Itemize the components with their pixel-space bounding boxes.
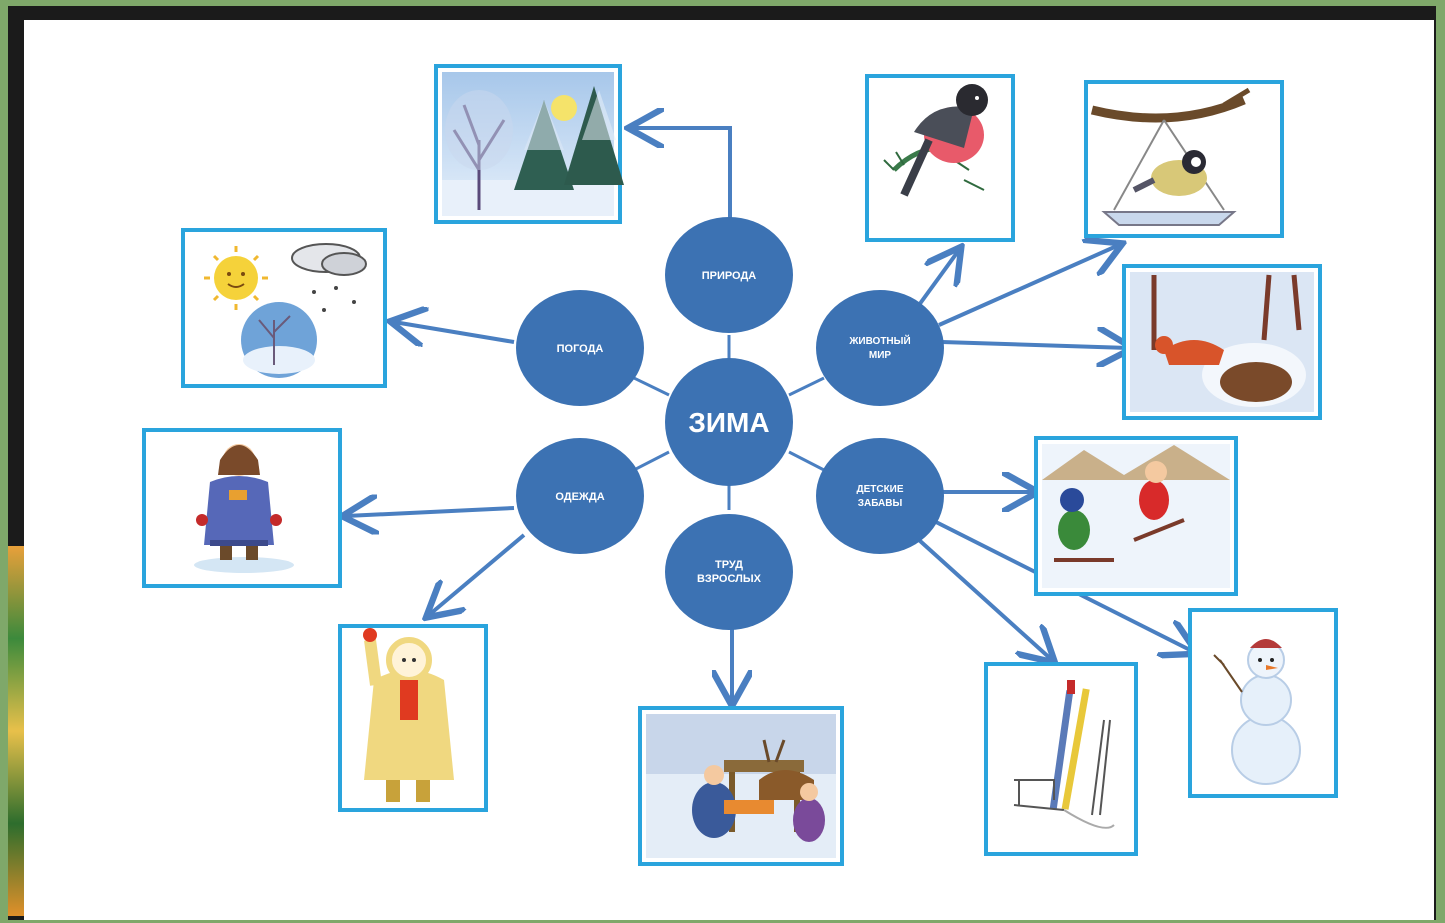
- topic-node-weather: ПОГОДА: [516, 290, 644, 406]
- arrow-games-3: [917, 538, 1052, 660]
- arrow-animals-3: [941, 342, 1129, 348]
- mind-map: ЗИМА ПРИРОДА ПОГОДА ОДЕЖДА ТРУД ВЗРОСЛЫХ: [142, 64, 1338, 866]
- topic-label: ТРУД: [715, 559, 743, 571]
- picture-child-hat: [142, 428, 342, 588]
- topic-node-animals: ЖИВОТНЫЙ МИР: [816, 290, 944, 406]
- picture-titmouse-feeder: [1084, 80, 1284, 238]
- picture-child-yellow-coat: [338, 624, 488, 812]
- arrow-animals-2: [938, 245, 1119, 327]
- diagram-canvas: ЗИМА ПРИРОДА ПОГОДА ОДЕЖДА ТРУД ВЗРОСЛЫХ: [24, 20, 1434, 920]
- arrow-nature: [632, 128, 732, 218]
- topic-label: ВЗРОСЛЫХ: [697, 573, 762, 585]
- picture-bullfinch: [865, 74, 1015, 242]
- topic-label: МИР: [869, 350, 892, 361]
- picture-skis-sled: [984, 662, 1138, 856]
- topic-node-work: ТРУД ВЗРОСЛЫХ: [665, 514, 793, 630]
- topic-label: ДЕТСКИЕ: [856, 484, 903, 495]
- picture-sledding-kids: [1034, 436, 1238, 596]
- arrow-animals-1: [917, 250, 959, 307]
- arrow-weather: [394, 322, 515, 342]
- topic-label: ПОГОДА: [557, 343, 604, 355]
- topic-label: ЗАБАВЫ: [858, 498, 903, 509]
- topic-label: ПРИРОДА: [702, 270, 757, 282]
- picture-snowman: [1188, 608, 1338, 798]
- center-label: ЗИМА: [688, 407, 769, 438]
- picture-sun-cloud-globe: [181, 228, 387, 388]
- arrow-clothes-2: [429, 533, 526, 615]
- picture-fox-bear-den: [1122, 264, 1322, 420]
- arrow-clothes-1: [346, 508, 515, 516]
- decorative-edge: [8, 546, 24, 916]
- center-node: ЗИМА: [665, 358, 793, 486]
- picture-winter-forest: [434, 64, 624, 224]
- picture-feeding-deer: [638, 706, 844, 866]
- arrows: [346, 128, 1194, 702]
- topic-node-nature: ПРИРОДА: [665, 217, 793, 333]
- outer-frame: ЗИМА ПРИРОДА ПОГОДА ОДЕЖДА ТРУД ВЗРОСЛЫХ: [8, 6, 1436, 920]
- topic-label: ОДЕЖДА: [555, 491, 604, 503]
- topic-label: ЖИВОТНЫЙ: [848, 334, 910, 347]
- topic-node-clothes: ОДЕЖДА: [516, 438, 644, 554]
- topic-node-games: ДЕТСКИЕ ЗАБАВЫ: [816, 438, 944, 554]
